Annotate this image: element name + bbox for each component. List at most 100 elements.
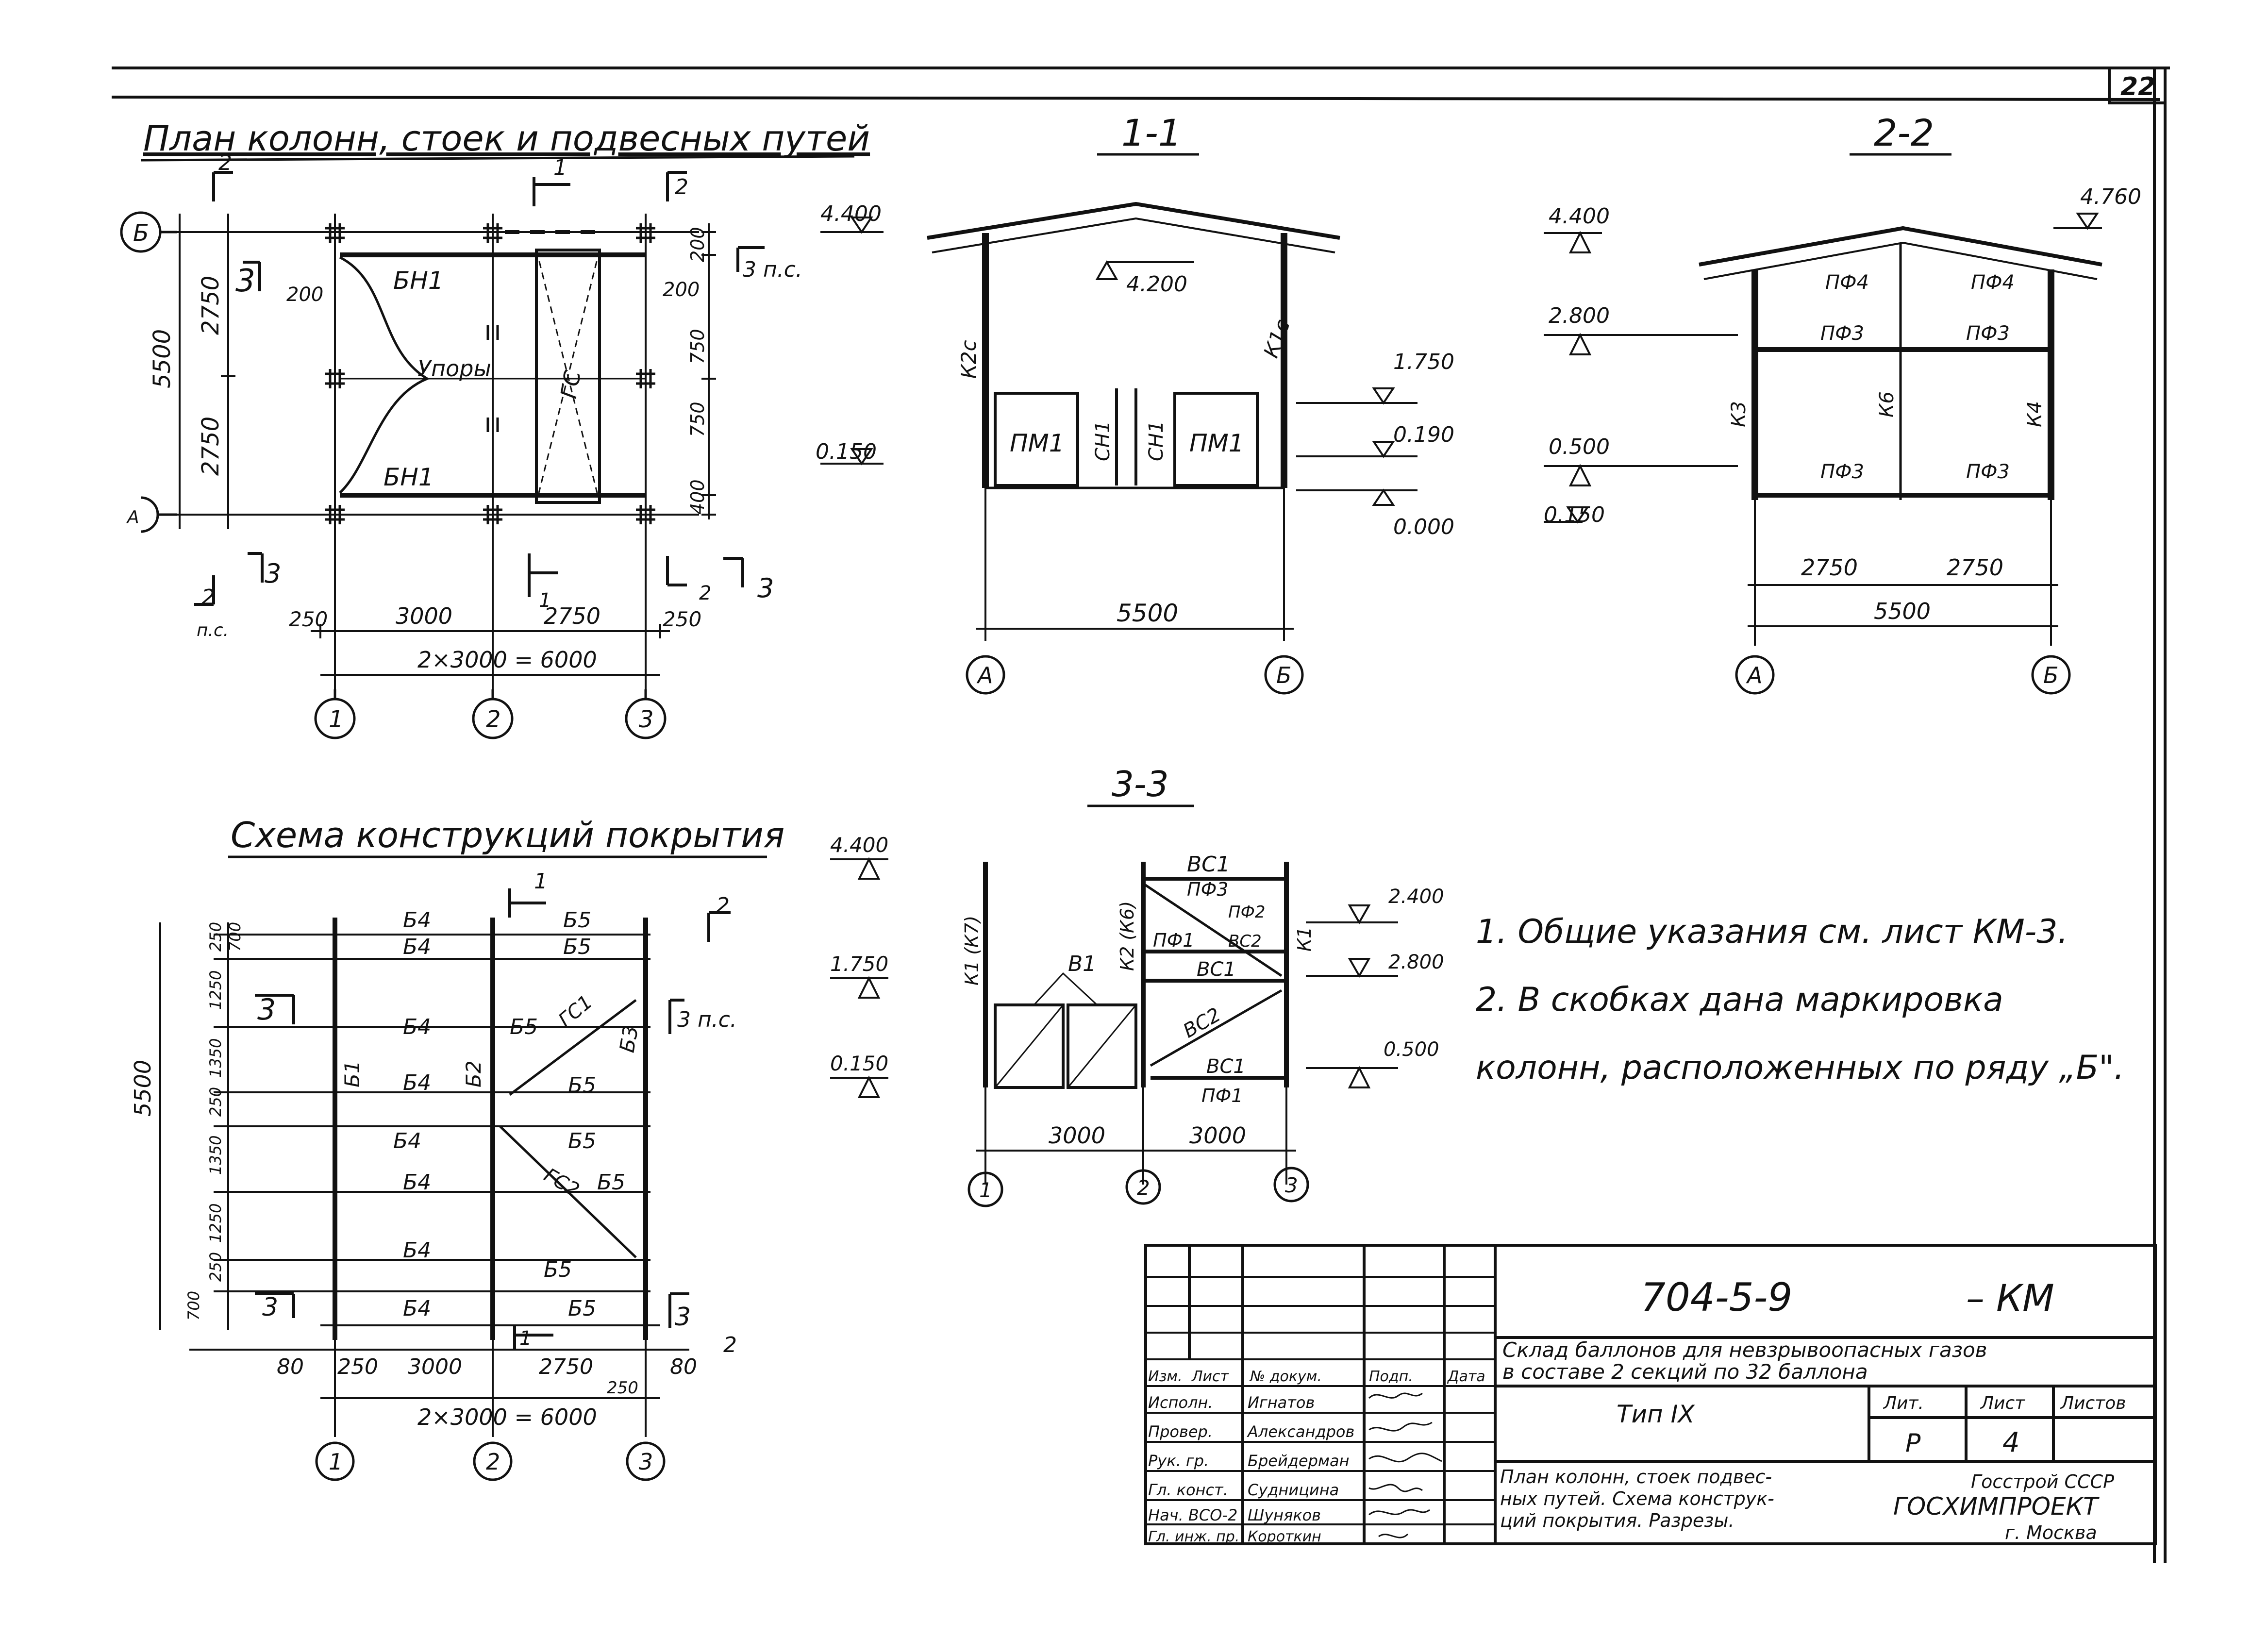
plan-axis-a: А: [126, 507, 139, 527]
plan-mark-1-bottom: 1: [539, 589, 551, 612]
plan-mark-2-top: 2: [218, 150, 232, 175]
roof-dim-left-7: 1250: [206, 1203, 225, 1243]
section-33-col-2: К1: [1294, 927, 1315, 952]
org-line-3: г. Москва: [2005, 1522, 2097, 1543]
section-11-stud-left: СН1: [1092, 421, 1114, 461]
plan-mark-3-br: 3: [757, 573, 774, 603]
section-22-dim-2: 5500: [1874, 598, 1931, 624]
section-11-level-3: 0.190: [1393, 422, 1454, 447]
section-33-member-0: ВС1: [1187, 852, 1230, 877]
roof-mark-3ps: 3 п.с.: [677, 1007, 737, 1032]
plan-stops-label: Упоры: [417, 355, 491, 382]
sig-role-4: Нач. ВСО-2: [1148, 1506, 1237, 1524]
section-3-3: 3-3 4.400: [830, 764, 1444, 1207]
section-11-stud-right: СН1: [1145, 421, 1167, 461]
sig-role-1: Провер.: [1148, 1422, 1213, 1441]
sig-name-0: Игнатов: [1248, 1393, 1315, 1412]
section-33-dim-0: 3000: [1049, 1122, 1105, 1149]
section-22-level-1: 4.760: [2080, 184, 2141, 209]
plan-mark-1-top: 1: [553, 155, 567, 180]
roof-scheme: Схема конструкций покрытия Б4 Б4 Б4: [130, 815, 784, 1481]
roof-axis-1: 1: [329, 1449, 343, 1475]
plan-mark-2-br: 2: [699, 582, 711, 604]
section-33-member-7: ПФ1: [1201, 1085, 1243, 1106]
roof-dim-bottom-3: 2750: [539, 1354, 593, 1379]
plan-axis-3: 3: [639, 706, 654, 733]
section-22-member-1: ПФ4: [1971, 271, 2015, 294]
plan-axis-b: Б: [133, 219, 149, 247]
stamp-header-2: № докум.: [1249, 1368, 1322, 1385]
title-block: [1144, 1244, 2157, 1545]
section-33-axis-1: 1: [979, 1178, 992, 1202]
title-line-0: План колонн, стоек подвес-: [1500, 1466, 1772, 1488]
section-33-level-5: 0.500: [1384, 1038, 1439, 1061]
sig-role-2: Рук. гр.: [1148, 1452, 1209, 1470]
section-22-member-4: ПФ3: [1820, 461, 1864, 483]
roof-dim-left-8: 250: [206, 1252, 225, 1282]
sheet-number: 22: [2120, 72, 2155, 101]
roof-title: Схема конструкций покрытия: [231, 815, 784, 855]
plan-dim-bottom-0: 250: [289, 607, 328, 631]
section-22-col-1: К6: [1876, 391, 1898, 418]
plan-dim-left-total: 5500: [149, 329, 176, 388]
section-33-title: 3-3: [1112, 764, 1169, 804]
stage-label: Лит.: [1883, 1393, 1924, 1413]
roof-dim-left-total: 5500: [130, 1060, 156, 1117]
roof-axis-3: 3: [639, 1449, 653, 1475]
section-33-member-3: ПФ1: [1153, 930, 1194, 951]
roof-beam-left-3: Б4: [403, 1070, 431, 1095]
roof-beam-left-6: Б4: [403, 1238, 431, 1263]
section-2-2: 2-2 4.400 4.760 2.800 0.500 0.150 ПФ4 ПФ…: [1544, 111, 2141, 695]
section-11-panel-right: ПМ1: [1189, 429, 1244, 457]
section-33-level-0: 4.400: [830, 833, 888, 857]
roof-dim-left-2: 700: [226, 922, 244, 952]
section-11-level-4: 0.000: [1393, 515, 1454, 539]
section-33-axis-2: 2: [1137, 1176, 1150, 1200]
roof-beam-right-3: Б5: [568, 1073, 596, 1098]
roof-beam-right-1: Б5: [563, 935, 591, 959]
roof-girder-1: Б1: [340, 1060, 364, 1087]
section-22-level-4: 0.150: [1544, 502, 1605, 527]
plan-dim-left-bottom: 2750: [197, 417, 224, 476]
sig-name-5: Короткин: [1248, 1528, 1321, 1545]
sig-role-5: Гл. инж. пр.: [1148, 1528, 1239, 1545]
roof-dim-bottom-0: 80: [277, 1354, 304, 1379]
section-11-title: 1-1: [1121, 111, 1182, 154]
section-22-axis-a: А: [1746, 662, 1762, 688]
roof-mark-3-br: 3: [675, 1303, 691, 1332]
roof-dim-bottom-5: 80: [670, 1354, 697, 1379]
stamp-header-4: Дата: [1447, 1368, 1485, 1385]
section-11-level-2: 1.750: [1393, 350, 1454, 374]
roof-dim-left-9: 700: [184, 1291, 203, 1320]
plan-dim-right-0: 200: [687, 227, 708, 262]
roof-beam-right-5: Б5: [597, 1170, 625, 1195]
section-11-panel-left: ПМ1: [1010, 429, 1065, 457]
sig-name-1: Александров: [1247, 1422, 1354, 1441]
sheet-no-value: 4: [2002, 1427, 2020, 1458]
sheets-label: Листов: [2060, 1393, 2126, 1413]
roof-mark-1-top: 1: [534, 869, 548, 894]
sheet-frame: [111, 67, 2170, 1563]
section-33-member-4: ВС1: [1197, 958, 1236, 981]
plan-beam-top: БН1: [393, 267, 444, 295]
roof-dim-bottom-2: 3000: [408, 1354, 462, 1379]
section-22-level-0: 4.400: [1549, 204, 1610, 229]
project-line-1: Склад баллонов для невзрывоопасных газов: [1502, 1338, 1987, 1362]
section-33-dim-1: 3000: [1189, 1122, 1246, 1149]
roof-axis-2: 2: [486, 1449, 500, 1475]
sig-role-3: Гл. конст.: [1148, 1481, 1228, 1499]
plan-axis-1: 1: [329, 706, 344, 733]
title-line-2: ций покрытия. Разрезы.: [1500, 1510, 1734, 1531]
section-22-axis-b: Б: [2043, 662, 2059, 688]
org-line-2: ГОСХИМПРОЕКТ: [1893, 1492, 2100, 1521]
roof-beam-left-1: Б4: [403, 935, 431, 959]
plan-title: План колонн, стоек и подвесных путей: [143, 118, 870, 159]
doc-code: 704-5-9: [1641, 1275, 1792, 1320]
plan-mark-3-bl: 3: [265, 558, 281, 589]
plan-dim-right-3: 400: [687, 479, 708, 515]
note-line-2: 2. В скобках дана маркировка: [1476, 981, 2003, 1019]
roof-dim-total: 2×3000 = 6000: [417, 1404, 597, 1430]
section-22-col-0: К3: [1728, 401, 1750, 427]
roof-beam-right-0: Б5: [563, 908, 591, 933]
plan-view: План колонн, стоек и подвесных путей: [120, 118, 870, 739]
